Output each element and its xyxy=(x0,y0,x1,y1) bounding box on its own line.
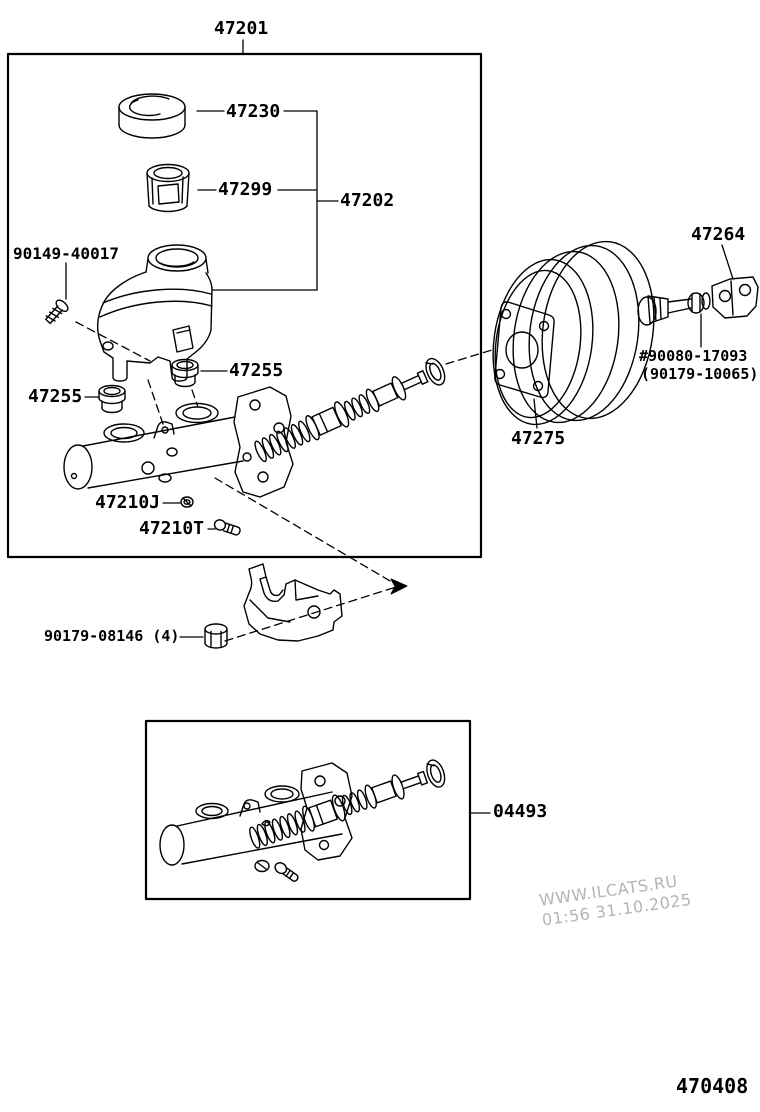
clevis-pin-drawing xyxy=(687,292,711,314)
callout-reservoir-set-screw[interactable]: 90149-40017 xyxy=(13,244,119,263)
callout-reservoir-cap[interactable]: 47230 xyxy=(226,101,281,122)
grommet-lower-drawing xyxy=(98,384,126,414)
dashed-guide-lines xyxy=(75,321,493,642)
callout-mounting-nut[interactable]: 90179-08146 (4) xyxy=(44,627,180,645)
mounting-bracket-drawing xyxy=(243,563,343,642)
set-screw-drawing xyxy=(45,299,69,325)
repair-kit-piston-drawing xyxy=(246,757,449,853)
callout-reservoir-strainer[interactable]: 47299 xyxy=(218,179,273,200)
callout-bolt-47210t[interactable]: 47210T xyxy=(139,518,205,539)
callout-master-cylinder-assembly[interactable]: 47201 xyxy=(214,18,269,39)
reservoir-tank-drawing xyxy=(96,244,213,382)
callout-gasket-47210j[interactable]: 47210J xyxy=(95,492,161,513)
callout-reservoir-sub-assy[interactable]: 47202 xyxy=(340,190,395,211)
repair-kit-box-04493 xyxy=(144,719,472,901)
clevis-yoke-drawing xyxy=(711,276,759,319)
gasket-47210j-drawing xyxy=(180,496,194,508)
callout-clevis-pin-alt[interactable]: (90179-10065) xyxy=(641,365,759,383)
assembly-box-47201 xyxy=(6,52,483,559)
callout-grommet-upper[interactable]: 47255 xyxy=(229,360,284,381)
callout-booster-gasket[interactable]: 47275 xyxy=(511,428,566,449)
reservoir-cap-drawing xyxy=(118,93,186,139)
callout-push-rod-clevis[interactable]: 47264 xyxy=(691,224,746,245)
leader-lines xyxy=(65,39,734,814)
brake-booster-drawing xyxy=(492,240,692,426)
callout-clevis-pin[interactable]: #90080-17093 xyxy=(639,347,748,365)
direction-arrowhead xyxy=(390,578,408,595)
bolt-47210t-drawing xyxy=(213,519,241,536)
grommet-upper-drawing xyxy=(171,358,199,388)
master-cylinder-body-drawing xyxy=(63,386,294,498)
booster-gasket-drawing xyxy=(494,301,555,399)
figure-code: 470408 xyxy=(676,1074,749,1098)
bracket-nut-drawing xyxy=(204,623,228,649)
reservoir-strainer-drawing xyxy=(146,163,190,213)
callout-grommet-lower[interactable]: 47255 xyxy=(28,386,83,407)
callout-repair-kit[interactable]: 04493 xyxy=(493,801,548,822)
